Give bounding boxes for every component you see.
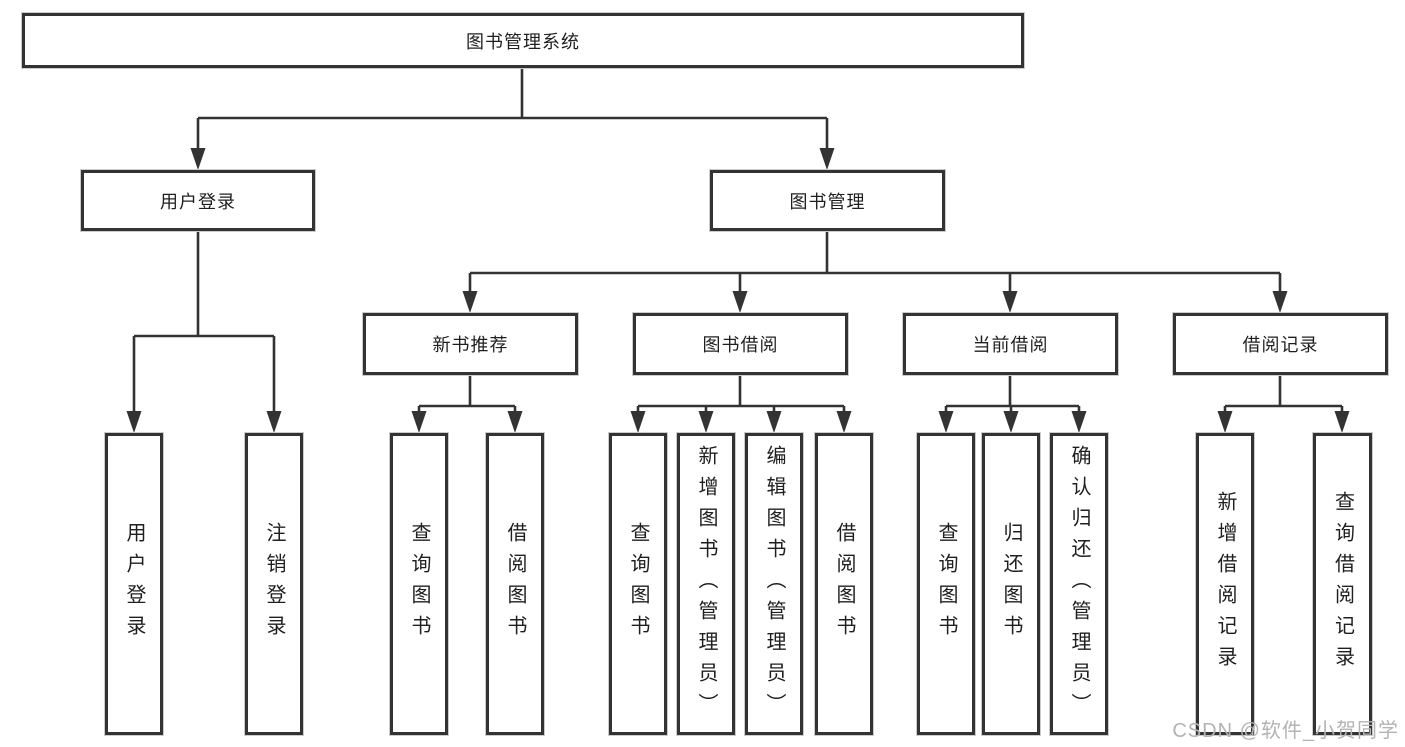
leaf-edit-books-admin: 编辑图书（管理员）	[745, 433, 803, 735]
node-label: 图书管理系统	[466, 31, 580, 52]
node-label: 新书推荐	[432, 335, 509, 355]
leaf-add-books-admin: 新增图书（管理员）	[677, 433, 735, 735]
leaf-query-books-recommend: 查询图书	[390, 433, 448, 735]
leaf-query-borrow-record: 查询借阅记录	[1313, 433, 1372, 735]
node-label: 用户登录	[160, 191, 236, 212]
node-user-login: 用户登录	[81, 170, 315, 231]
leaf-add-borrow-record: 新增借阅记录	[1196, 433, 1254, 735]
leaf-user-login: 用户登录	[105, 433, 163, 735]
node-borrowing-records: 借阅记录	[1173, 313, 1388, 375]
node-label: 图书管理	[789, 191, 866, 212]
leaf-label: 新增借阅记录	[1214, 491, 1236, 677]
leaf-query-books-current: 查询图书	[917, 433, 975, 735]
leaf-label: 查询图书	[627, 522, 649, 646]
leaf-label: 用户登录	[123, 522, 145, 646]
node-label: 图书借阅	[702, 335, 779, 355]
leaf-label: 编辑图书（管理员）	[763, 444, 785, 724]
leaf-label: 确认归还（管理员）	[1068, 444, 1090, 724]
leaf-label: 借阅图书	[504, 522, 526, 646]
node-new-book-recommendation: 新书推荐	[363, 313, 578, 375]
leaf-query-books-borrowing: 查询图书	[609, 433, 667, 735]
csdn-watermark: CSDN @软件_小贺同学	[1172, 720, 1399, 742]
leaf-return-books: 归还图书	[982, 433, 1040, 735]
leaf-borrow-books-recommend: 借阅图书	[486, 433, 544, 735]
leaf-confirm-return-admin: 确认归还（管理员）	[1050, 433, 1108, 735]
node-book-borrowing: 图书借阅	[633, 313, 848, 375]
leaf-label: 借阅图书	[833, 522, 855, 646]
leaf-logout-login: 注销登录	[245, 433, 303, 735]
node-label: 当前借阅	[972, 335, 1049, 355]
node-library-management-system: 图书管理系统	[22, 13, 1024, 68]
leaf-label: 查询图书	[408, 522, 430, 646]
leaf-label: 注销登录	[263, 522, 285, 646]
leaf-label: 新增图书（管理员）	[695, 444, 717, 724]
leaf-borrow-books-borrowing: 借阅图书	[815, 433, 873, 735]
leaf-label: 查询图书	[935, 522, 957, 646]
leaf-label: 查询借阅记录	[1331, 491, 1354, 677]
leaf-label: 归还图书	[1000, 522, 1022, 646]
node-current-borrowing: 当前借阅	[903, 313, 1118, 375]
node-book-management: 图书管理	[710, 170, 945, 231]
node-label: 借阅记录	[1242, 335, 1319, 355]
